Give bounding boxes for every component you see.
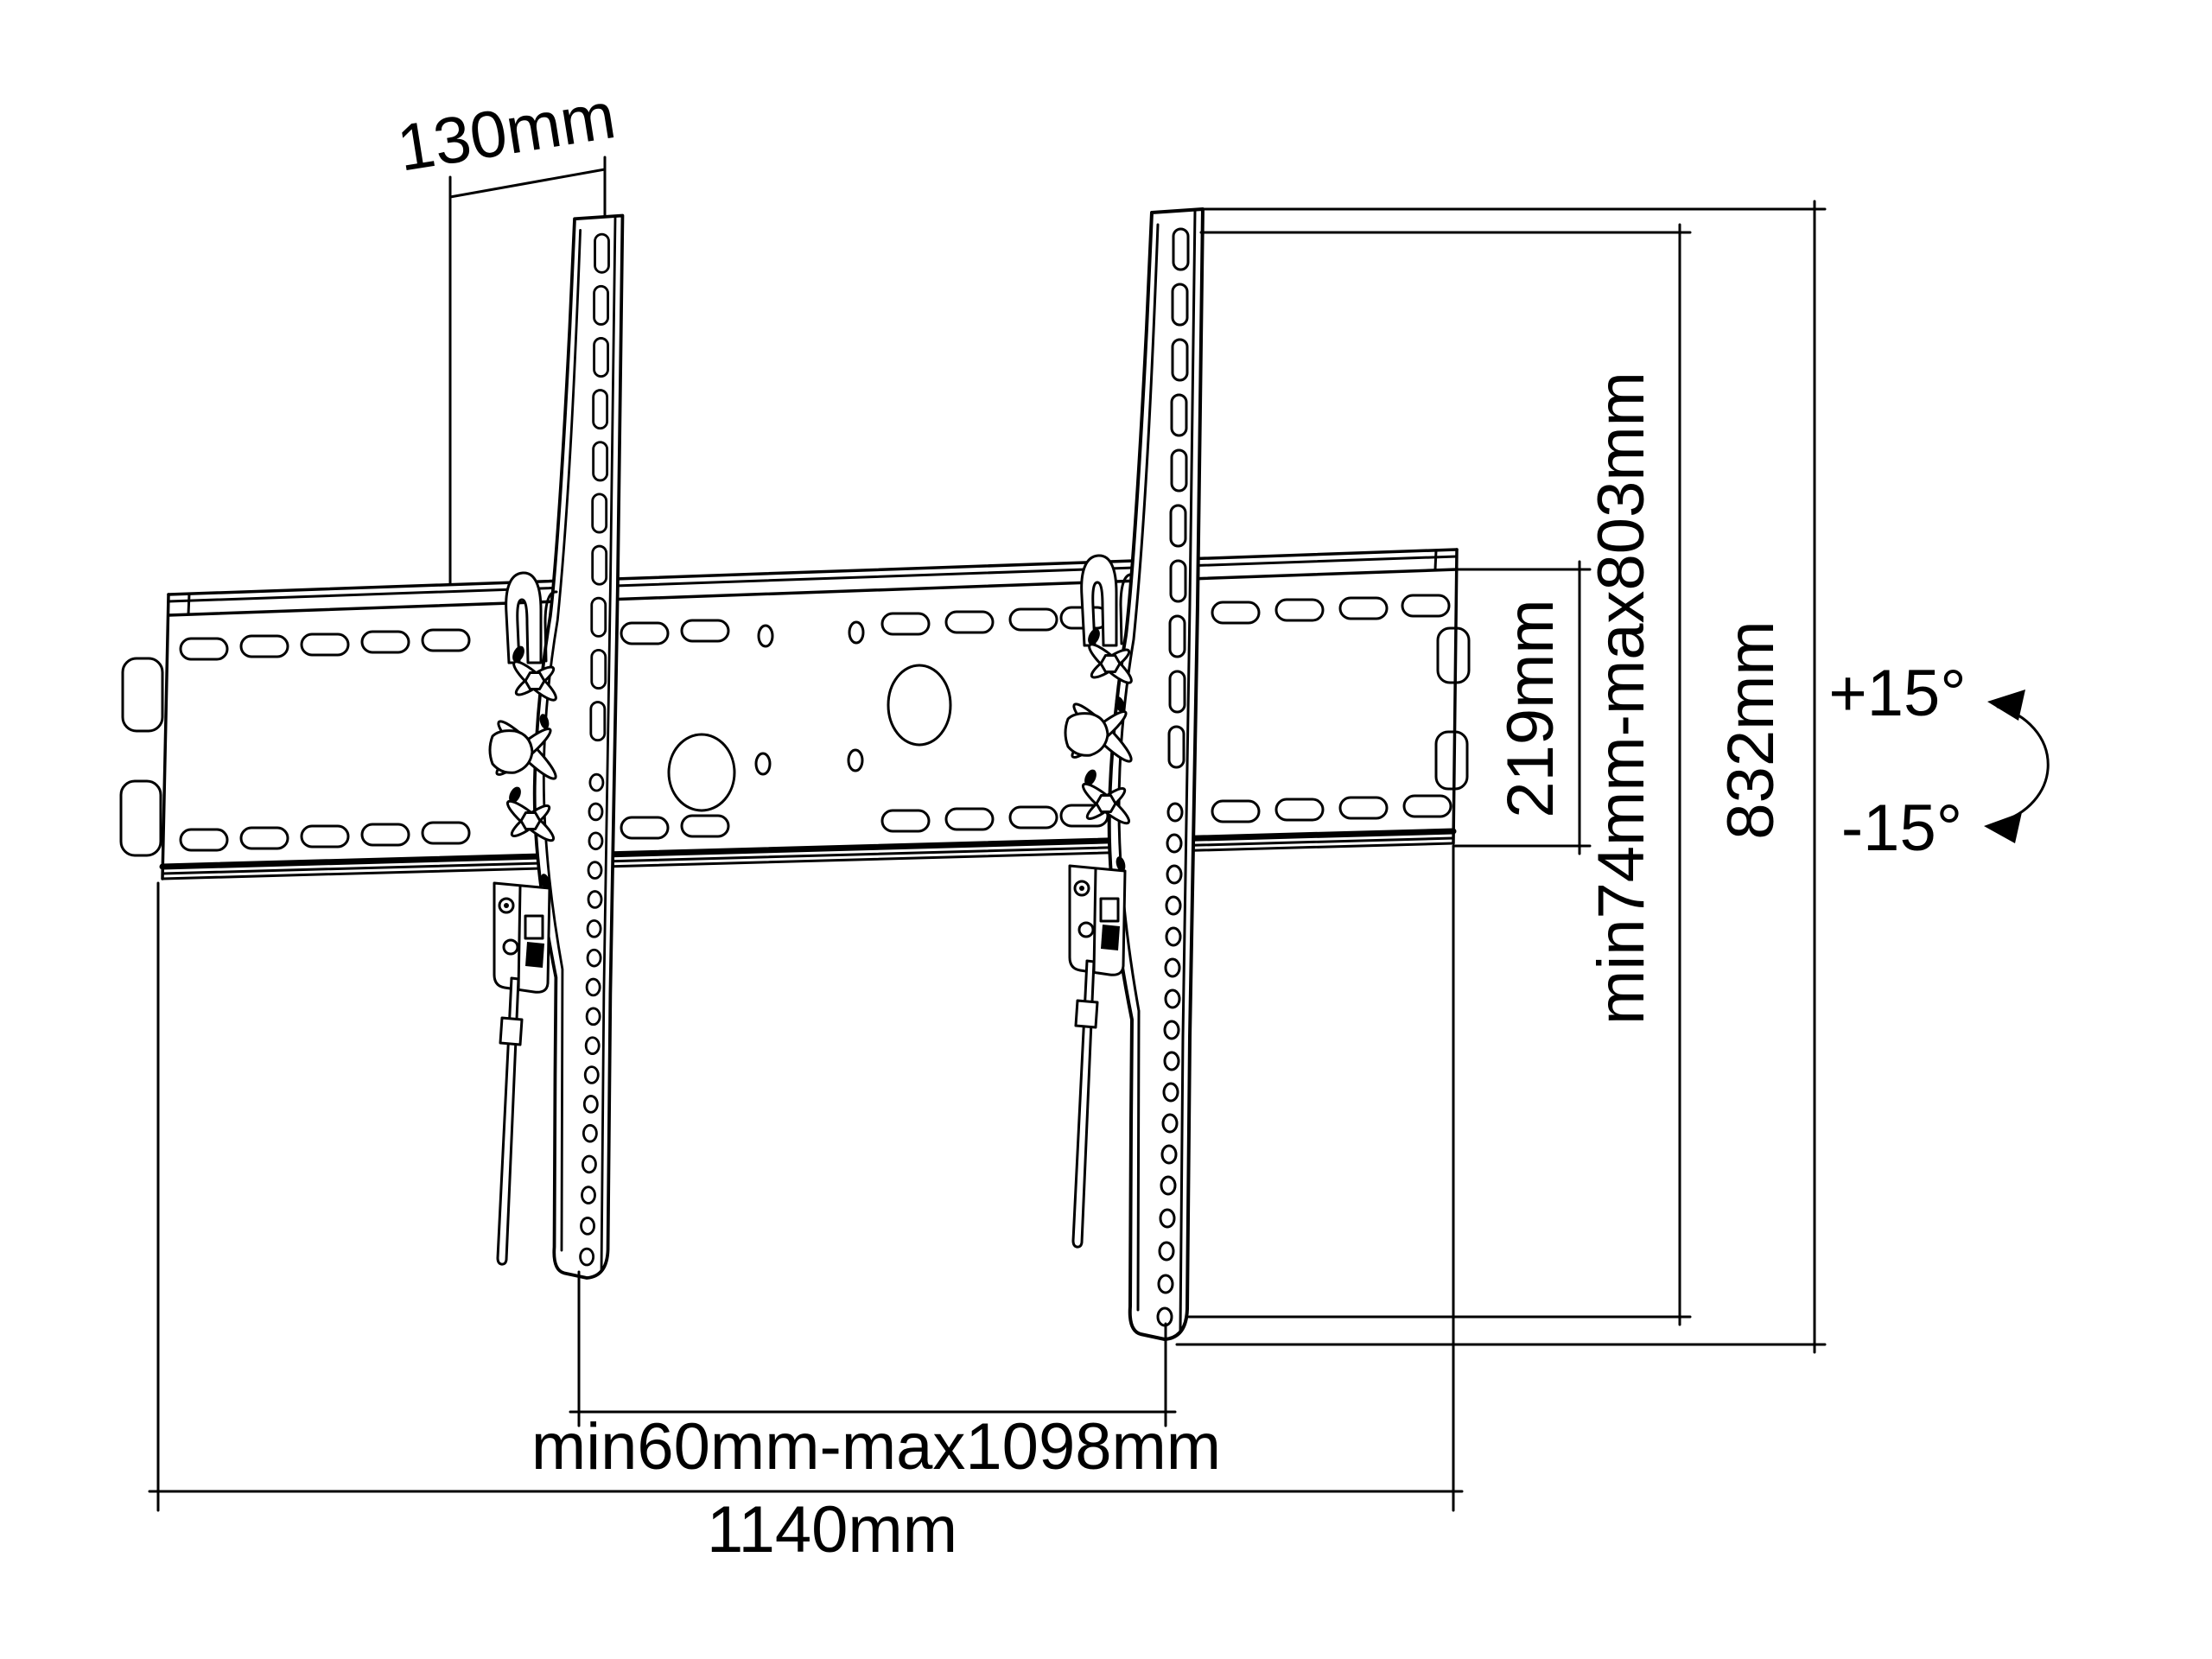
plate-slots-bottom-row <box>179 794 1452 852</box>
plate-right-tab <box>1436 626 1471 684</box>
plate-cable-hole <box>667 733 736 812</box>
plate-top-rail <box>167 548 1459 617</box>
dim-label-130mm: 130mm <box>392 79 620 186</box>
dim-hole-range-min74-max803: min74mm-max803mm <box>1187 223 1692 1326</box>
plate-left-edge <box>161 593 170 880</box>
tilt-angle-annotation: +15° -15° <box>1828 657 2050 865</box>
plate-left-tab <box>121 657 164 733</box>
plate-right-edge <box>1452 548 1459 845</box>
dim-plate-width-1140mm: 1140mm <box>148 845 1464 1567</box>
vesa-arm-left <box>532 213 625 1280</box>
dim-bracket-height-832mm: 832mm <box>1175 200 1827 1354</box>
plate-small-hole <box>848 620 865 645</box>
plate-slots-top-row <box>179 594 1451 661</box>
plate-small-hole <box>847 748 864 772</box>
dim-label-1140mm: 1140mm <box>707 1493 957 1567</box>
dim-arm-spacing-min60-max1098: min60mm-max1098mm <box>531 1270 1221 1484</box>
dim-label-219mm: 219mm <box>1494 599 1567 817</box>
plate-bottom-rail <box>159 828 1457 880</box>
tilt-arc-arrowhead-up <box>1987 690 2025 721</box>
plate-small-hole <box>754 752 772 776</box>
tilt-arc-arrow <box>1996 705 2050 824</box>
tilt-down-label: -15° <box>1841 791 1962 865</box>
tilt-arc-arrowhead-down <box>1984 812 2022 843</box>
vesa-arm-right <box>1107 207 1205 1341</box>
wall-plate <box>119 548 1471 880</box>
plate-left-tab <box>119 779 162 857</box>
dim-label-hole-range: min74mm-max803mm <box>1585 372 1658 1025</box>
tilt-clamp-left <box>488 571 563 1266</box>
dim-label-832mm: 832mm <box>1714 620 1788 839</box>
tilt-clamp-right <box>1064 554 1138 1249</box>
tilt-up-label: +15° <box>1828 657 1966 730</box>
dim-plate-height-219mm: 219mm <box>1452 560 1592 855</box>
dim-label-arm-spacing: min60mm-max1098mm <box>531 1410 1221 1484</box>
plate-right-tab <box>1434 730 1469 791</box>
plate-small-hole <box>757 624 774 648</box>
plate-cable-hole <box>887 664 952 747</box>
